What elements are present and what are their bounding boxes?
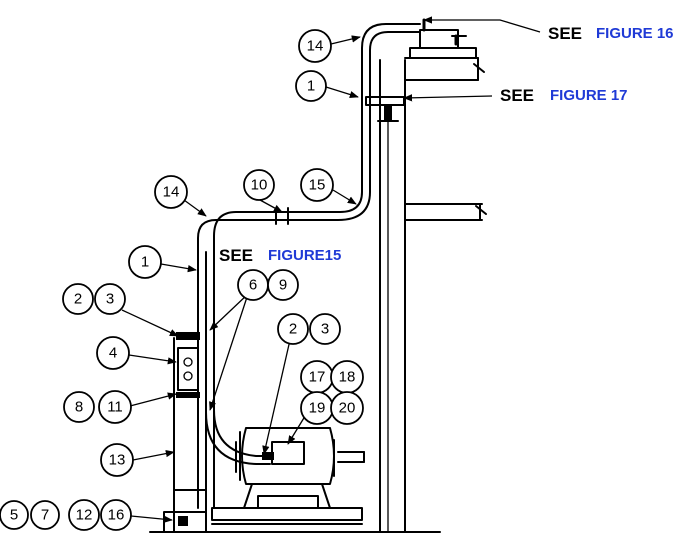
svg-text:3: 3 (321, 321, 329, 338)
leader-lines (121, 16, 541, 523)
callout-8: 8 (63, 391, 95, 423)
see-label: SEE (219, 246, 253, 265)
callout-bubbles: 14 1 10 15 14 1 6 9 2 3 4 2 3 17 18 19 2… (0, 29, 364, 531)
svg-text:4: 4 (109, 345, 117, 362)
callout-2: 2 (277, 313, 309, 345)
figure-ref-15: SEE FIGURE15 (219, 246, 341, 265)
svg-text:9: 9 (279, 277, 287, 294)
control-box (176, 332, 200, 398)
callout-12: 12 (68, 499, 100, 531)
callout-1: 1 (128, 245, 162, 279)
callout-10: 10 (243, 169, 275, 201)
figure-ref-17: SEE FIGURE 17 (500, 86, 628, 105)
svg-text:20: 20 (339, 400, 356, 417)
svg-text:11: 11 (107, 399, 123, 416)
support-column (365, 18, 487, 533)
see-label: SEE (548, 24, 582, 43)
callout-2: 2 (62, 283, 94, 315)
callout-11: 11 (98, 390, 132, 424)
see-label: SEE (500, 86, 534, 105)
callout-19: 19 (300, 391, 334, 425)
callout-3: 3 (94, 283, 126, 315)
figure-ref-16: SEE FIGURE 16 (548, 24, 674, 43)
callout-14: 14 (298, 29, 332, 63)
svg-text:17: 17 (309, 369, 326, 386)
svg-text:14: 14 (163, 184, 180, 201)
svg-text:13: 13 (109, 452, 126, 469)
callout-17: 17 (300, 360, 334, 394)
callout-14: 14 (154, 175, 188, 209)
figure-label: FIGURE 17 (550, 87, 628, 104)
svg-text:10: 10 (251, 177, 268, 194)
callout-16: 16 (100, 499, 132, 531)
svg-text:2: 2 (289, 321, 297, 338)
callout-20: 20 (330, 391, 364, 425)
callout-1: 1 (295, 70, 327, 102)
motor (211, 427, 365, 525)
svg-text:1: 1 (307, 78, 315, 95)
callout-5: 5 (0, 500, 29, 530)
svg-text:3: 3 (106, 291, 114, 308)
svg-text:5: 5 (10, 507, 18, 524)
callout-15: 15 (300, 168, 334, 202)
callout-3: 3 (309, 313, 341, 345)
svg-text:6: 6 (249, 277, 257, 294)
figure-label: FIGURE15 (268, 247, 341, 264)
callout-18: 18 (330, 360, 364, 394)
figure-label: FIGURE 16 (596, 25, 674, 42)
callout-6: 6 (237, 269, 269, 301)
callout-4: 4 (96, 336, 130, 370)
svg-text:12: 12 (76, 507, 93, 524)
svg-text:8: 8 (75, 399, 83, 416)
callout-7: 7 (30, 500, 60, 530)
svg-text:15: 15 (309, 177, 326, 194)
callout-9: 9 (267, 269, 299, 301)
svg-text:7: 7 (41, 507, 49, 524)
svg-text:19: 19 (309, 400, 326, 417)
svg-text:2: 2 (74, 291, 82, 308)
svg-text:18: 18 (339, 369, 356, 386)
lower-stand (149, 337, 441, 533)
svg-text:1: 1 (141, 254, 149, 271)
callout-13: 13 (100, 443, 134, 477)
svg-text:14: 14 (307, 38, 324, 55)
svg-text:16: 16 (108, 507, 125, 524)
